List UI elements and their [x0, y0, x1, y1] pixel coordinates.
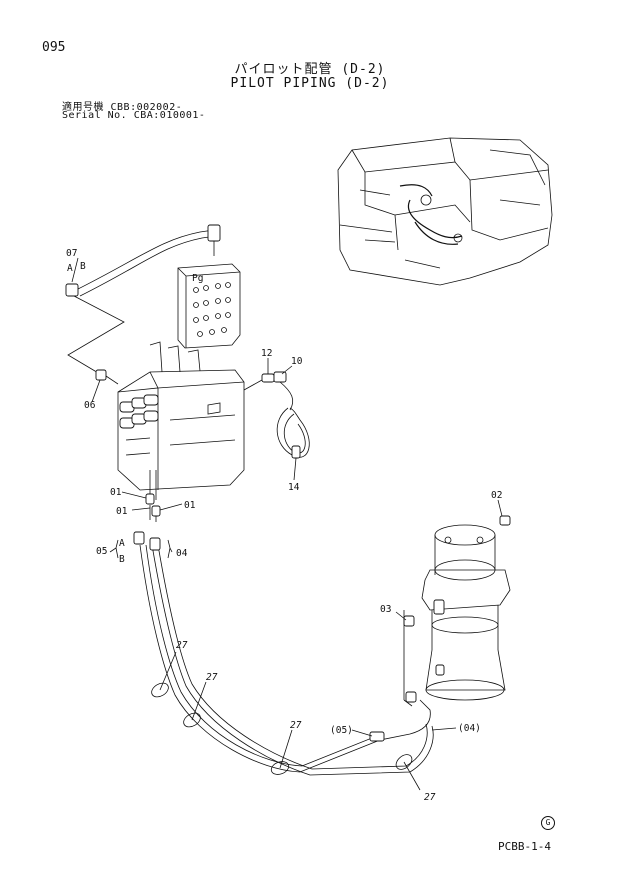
valve-mark-label: Pg [192, 273, 203, 284]
callout-07: 07 [66, 248, 77, 259]
serial-line-2: Serial No. CBA:010001- [62, 110, 206, 121]
callout-03: 03 [380, 604, 391, 615]
swing-motor [403, 515, 511, 701]
callout-b-upper: B [80, 261, 86, 272]
callout-01-b: 01 [116, 506, 128, 517]
footer-code: PCBB-1-4 [498, 840, 551, 853]
hose-14 [243, 371, 310, 459]
title-english: PILOT PIPING (D-2) [230, 76, 390, 91]
leader-lines [71, 257, 503, 737]
callout-04-ref: (04) [458, 723, 481, 734]
callout-12: 12 [261, 348, 272, 359]
callout-27-c: 27 [290, 720, 302, 731]
excavator-overview-sketch [337, 137, 553, 286]
callout-06: 06 [84, 400, 96, 411]
page-number: 095 [42, 40, 66, 55]
circle-mark: G [541, 816, 555, 830]
callout-05-ref: (05) [330, 725, 353, 736]
callout-27-d: 27 [424, 792, 436, 803]
control-valve [117, 341, 245, 500]
title-japanese: パイロット配管 (D-2) [234, 62, 386, 77]
callout-27-b: 27 [206, 672, 218, 683]
callout-02: 02 [491, 490, 502, 501]
callout-01-a: 01 [110, 487, 122, 498]
callout-a-upper: A [67, 263, 73, 274]
callout-a-lower: A [119, 538, 125, 549]
pilot-valve-block: Pg [177, 263, 241, 349]
serial-line-1: 適用号機 CBB:002002- [62, 102, 183, 113]
callout-b-lower: B [119, 554, 125, 565]
callout-14: 14 [288, 482, 300, 493]
hoses-04-05 [133, 493, 434, 776]
callout-01-c: 01 [184, 500, 196, 511]
hose-clamps [151, 651, 421, 791]
hose-07 [65, 224, 221, 385]
callout-10: 10 [291, 356, 303, 367]
callout-27-a: 27 [176, 640, 188, 651]
callout-04: 04 [176, 548, 188, 559]
callout-05: 05 [96, 546, 107, 557]
